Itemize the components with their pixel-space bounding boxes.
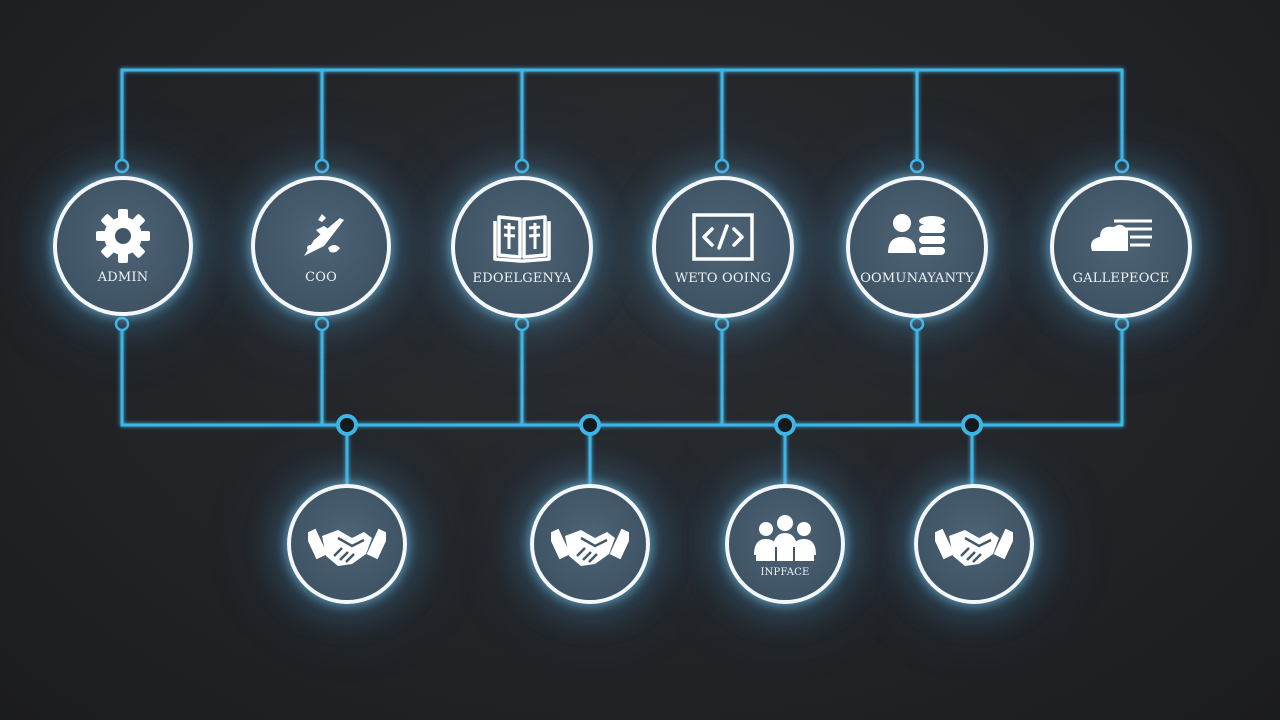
plane-icon bbox=[304, 213, 344, 256]
handshake-icon bbox=[935, 528, 1013, 566]
gear-icon bbox=[96, 208, 150, 263]
node-label: WETO OOING bbox=[674, 270, 772, 286]
open-book-icon bbox=[493, 214, 551, 263]
node-label: ADMIN bbox=[97, 269, 149, 285]
handshake-icon bbox=[308, 528, 386, 566]
node-admin[interactable]: ADMIN bbox=[53, 176, 193, 316]
node-code[interactable]: WETO OOING bbox=[652, 176, 794, 318]
node-label: INPFACE bbox=[760, 566, 810, 578]
team-icon bbox=[754, 514, 816, 561]
node-team[interactable]: INPFACE bbox=[725, 484, 845, 604]
node-label: EDOELGENYA bbox=[472, 270, 572, 286]
node-partner-2[interactable] bbox=[530, 484, 650, 604]
node-label: GALLEPEOCE bbox=[1072, 270, 1170, 286]
junction-node bbox=[336, 414, 358, 436]
junction-node bbox=[961, 414, 983, 436]
node-gallery[interactable]: GALLEPEOCE bbox=[1050, 176, 1192, 318]
junction-node bbox=[774, 414, 796, 436]
junction-node bbox=[579, 414, 601, 436]
node-book[interactable]: EDOELGENYA bbox=[451, 176, 593, 318]
bottom-bus-line bbox=[120, 320, 1124, 427]
node-partner-1[interactable] bbox=[287, 484, 407, 604]
node-partner-3[interactable] bbox=[914, 484, 1034, 604]
node-community[interactable]: OOMUNAYANTY bbox=[846, 176, 988, 318]
top-bus-line bbox=[120, 68, 1124, 170]
cloud-lines-icon bbox=[1091, 219, 1152, 251]
handshake-icon bbox=[551, 528, 629, 566]
people-coins-icon bbox=[888, 213, 945, 255]
node-coo[interactable]: COO bbox=[251, 176, 391, 316]
node-label: COO bbox=[305, 269, 337, 285]
code-screen-icon bbox=[692, 212, 754, 261]
node-label: OOMUNAYANTY bbox=[860, 270, 974, 286]
